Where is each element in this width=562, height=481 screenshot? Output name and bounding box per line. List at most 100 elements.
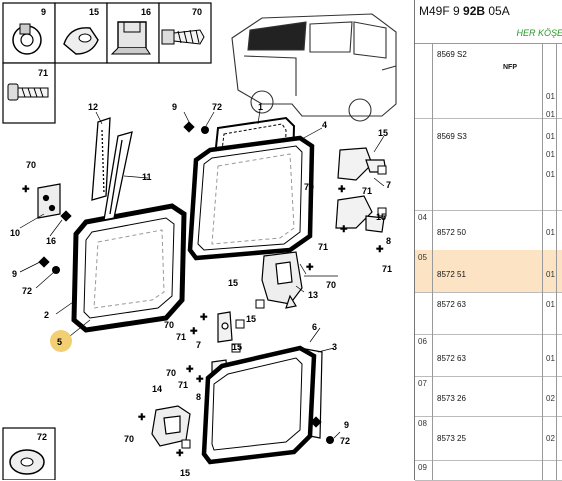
row-index (415, 118, 433, 210)
part-reference[interactable]: 8573 25 (437, 434, 466, 443)
callout-11: 11 (142, 172, 152, 182)
quantity-value: 01 (546, 170, 555, 179)
part-reference[interactable]: 8569 S3 (437, 132, 467, 141)
quantity-value: 02 (546, 434, 555, 443)
callout-70e: 70 (164, 320, 174, 330)
callout-71d: 71 (382, 264, 392, 274)
upper-right-hinge[interactable] (337, 147, 387, 181)
part-11-pillar-strip[interactable] (103, 131, 133, 221)
callout-70: 70 (192, 7, 202, 17)
callout-15b: 15 (378, 128, 388, 138)
part-row[interactable]: 07 8573 26 02 (415, 376, 562, 417)
reference-bold: 92B (463, 4, 486, 18)
callout-9c: 9 (12, 269, 17, 279)
row-index: 08 (415, 416, 433, 460)
part-row[interactable]: 09 (415, 460, 562, 481)
part-row[interactable]: 04 8572 50 01 (415, 210, 562, 251)
callout-71b: 71 (362, 186, 372, 196)
part-4-window-seal[interactable] (187, 135, 315, 261)
callout-14: 14 (152, 384, 162, 394)
row-edge-cell (556, 250, 562, 292)
reference-prefix: M49F 9 (419, 4, 464, 18)
part-reference[interactable]: 8572 51 (437, 270, 466, 279)
quantity-value: 01 (546, 300, 555, 309)
highlighted-callout-circle[interactable] (50, 330, 72, 352)
svg-text:✚: ✚ (138, 412, 146, 422)
part-note: NFP (503, 64, 517, 71)
row-index: 09 (415, 460, 433, 480)
part-7-bracket[interactable] (217, 311, 233, 343)
callout-8b: 8 (196, 392, 201, 402)
callout-71: 71 (38, 68, 48, 78)
part-3-window-frame-lower[interactable] (299, 347, 323, 439)
part-row[interactable]: 08 8573 25 02 (415, 416, 562, 461)
part-row-selected[interactable]: 05 8572 51 01 (415, 250, 562, 293)
svg-text:✚: ✚ (190, 326, 198, 336)
callout-15: 15 (89, 7, 99, 17)
quantity-column: 02 (542, 416, 562, 460)
part-reference[interactable]: 8572 50 (437, 228, 466, 237)
part-row[interactable]: 8572 63 01 (415, 292, 562, 335)
quantity-value: 01 (546, 92, 555, 101)
callout-8: 8 (386, 236, 391, 246)
quantity-column: 01 (542, 292, 562, 334)
quantity-value: 01 (546, 270, 555, 279)
callout-70c: 70 (304, 182, 314, 192)
row-edge-cell (556, 376, 562, 416)
quantity-value: 01 (546, 228, 555, 237)
callout-12: 12 (88, 102, 98, 112)
legend-part-71[interactable] (2, 62, 56, 124)
part-reference[interactable]: 8569 S2 (437, 50, 467, 59)
part-6-window-seal-lower[interactable] (201, 345, 317, 465)
callout-71e: 71 (176, 332, 186, 342)
svg-text:✚: ✚ (196, 374, 204, 384)
part-10-hinge[interactable] (37, 183, 61, 219)
legend-part-70[interactable] (158, 2, 212, 64)
quantity-value: 01 (546, 150, 555, 159)
callout-72: 72 (37, 432, 47, 442)
row-index: 07 (415, 376, 433, 416)
svg-text:✚: ✚ (176, 448, 184, 458)
callout-71c: 71 (318, 242, 328, 252)
part-13-window-latch[interactable] (261, 251, 303, 309)
callout-15c: 15 (376, 212, 386, 222)
legend-part-9[interactable] (2, 2, 56, 64)
callout-6: 6 (312, 322, 317, 332)
row-index: 05 (415, 250, 433, 292)
row-edge-cell (556, 334, 562, 376)
quantity-column: 02 (542, 376, 562, 416)
callout-13: 13 (308, 290, 318, 300)
callout-70g: 70 (124, 434, 134, 444)
row-edge-cell (556, 118, 562, 210)
row-index (415, 292, 433, 334)
her-kose-label: HER KÖŞE (516, 28, 562, 38)
fastener-markers: ✚ ✚ ✚ ✚ ✚ ✚ ✚ ✚ ✚ ✚ ✚ (22, 121, 384, 458)
part-2-window-seal-left[interactable] (71, 203, 187, 333)
svg-text:✚: ✚ (338, 184, 346, 194)
quantity-value: 01 (546, 354, 555, 363)
row-index: 04 (415, 210, 433, 250)
reference-suffix: 05A (485, 4, 510, 18)
lower-right-hinge[interactable] (335, 195, 385, 233)
callout-4: 4 (322, 120, 327, 130)
legend-part-16[interactable] (106, 2, 160, 64)
part-reference[interactable]: 8573 26 (437, 394, 466, 403)
quantity-column: 01 (542, 210, 562, 250)
callout-15e: 15 (246, 314, 256, 324)
legend-part-15[interactable] (54, 2, 108, 64)
part-reference[interactable]: 8572 63 (437, 300, 466, 309)
callout-3: 3 (332, 342, 337, 352)
legend-part-72[interactable] (2, 427, 56, 480)
row-edge-cell (556, 460, 562, 480)
callout-9b: 9 (172, 102, 177, 112)
part-reference[interactable]: 8572 63 (437, 354, 466, 363)
svg-text:✚: ✚ (306, 262, 314, 272)
part-12-pillar-trim[interactable] (91, 117, 111, 201)
callout-5: 5 (57, 337, 62, 347)
callout-15g: 15 (180, 468, 190, 478)
